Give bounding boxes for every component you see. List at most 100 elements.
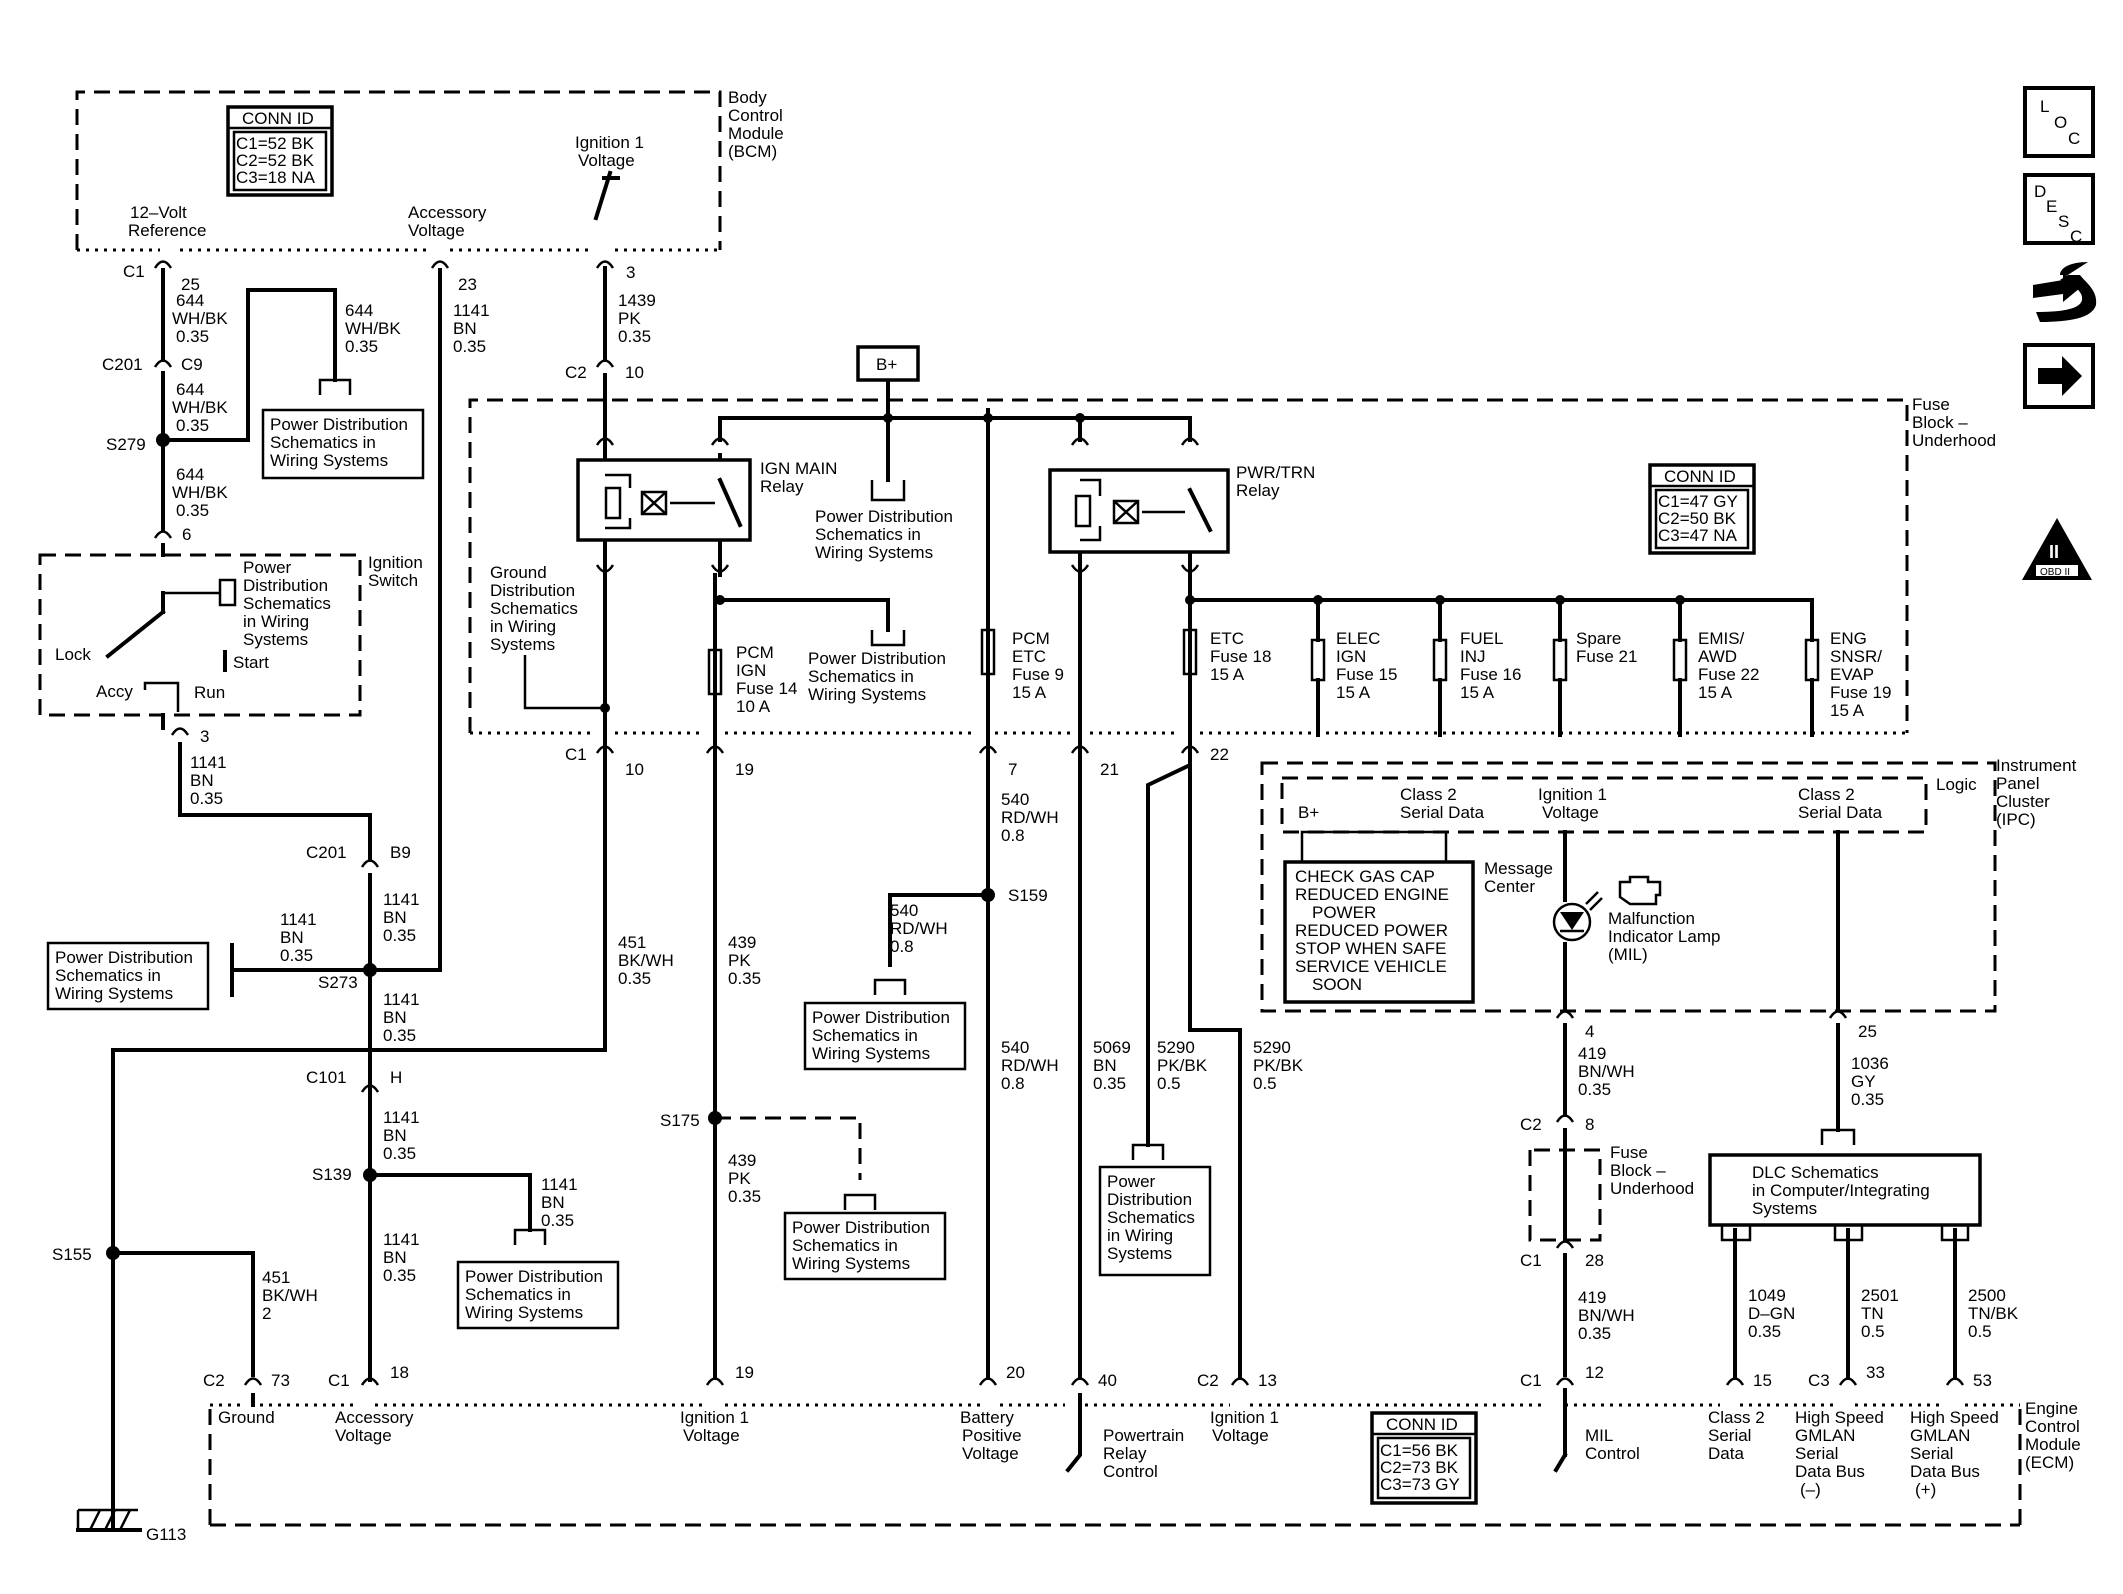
- svg-text:1141: 1141: [383, 1108, 420, 1127]
- svg-text:6: 6: [182, 525, 191, 544]
- svg-text:EMIS/: EMIS/: [1698, 629, 1745, 648]
- svg-text:Schematics in: Schematics in: [808, 667, 914, 686]
- svg-text:23: 23: [458, 275, 477, 294]
- pwr-trn-relay: PWR/TRN Relay: [1048, 463, 1315, 554]
- svg-text:Distribution: Distribution: [490, 581, 575, 600]
- svg-text:2500: 2500: [1968, 1286, 2006, 1305]
- svg-text:GY: GY: [1851, 1072, 1876, 1091]
- svg-text:644: 644: [345, 301, 373, 320]
- svg-text:INJ: INJ: [1460, 647, 1486, 666]
- svg-text:Wiring Systems: Wiring Systems: [808, 685, 926, 704]
- svg-text:5290: 5290: [1253, 1038, 1291, 1057]
- splice-labels: S279 S273 S139 S155 S175 S159: [52, 435, 1048, 1264]
- svg-text:(+): (+): [1915, 1480, 1936, 1499]
- svg-text:BN: BN: [383, 1126, 407, 1145]
- location-icon[interactable]: L O C: [2023, 86, 2095, 158]
- svg-text:Cluster: Cluster: [1996, 792, 2050, 811]
- svg-text:S273: S273: [318, 973, 358, 992]
- svg-text:II: II: [2049, 542, 2059, 562]
- svg-text:C1: C1: [123, 262, 145, 281]
- svg-text:Start: Start: [233, 653, 269, 672]
- svg-text:Serial: Serial: [1795, 1444, 1838, 1463]
- svg-text:PCM: PCM: [1012, 629, 1050, 648]
- svg-text:C201: C201: [306, 843, 347, 862]
- svg-text:C9: C9: [181, 355, 203, 374]
- svg-text:C101: C101: [306, 1068, 347, 1087]
- svg-text:Relay: Relay: [1236, 481, 1280, 500]
- pd-ref-6: Power Distribution Schematics in Wiring …: [783, 1193, 947, 1281]
- svg-text:7: 7: [1008, 760, 1017, 779]
- svg-text:20: 20: [1006, 1363, 1025, 1382]
- fuses: PCM IGN Fuse 14 10 A PCM ETC Fuse 9 15 A…: [707, 628, 1891, 720]
- svg-text:Data Bus: Data Bus: [1910, 1462, 1980, 1481]
- svg-text:PK/BK: PK/BK: [1157, 1056, 1208, 1075]
- svg-text:0.35: 0.35: [176, 327, 209, 346]
- description-icon[interactable]: D E S C: [2023, 173, 2095, 246]
- svg-text:Logic: Logic: [1936, 775, 1977, 794]
- svg-text:High Speed: High Speed: [1795, 1408, 1884, 1427]
- vehicle-icon[interactable]: [2033, 262, 2097, 322]
- svg-text:28: 28: [1585, 1251, 1604, 1270]
- svg-text:Engine: Engine: [2025, 1399, 2078, 1418]
- svg-text:Systems: Systems: [1107, 1244, 1172, 1263]
- ground-g113: G113: [76, 1508, 186, 1544]
- svg-text:PCM: PCM: [736, 643, 774, 662]
- connector-labels: C1 25 23 3 C2 10 C201 C9 6 3 C201 B9 C10…: [102, 262, 1992, 1390]
- svg-text:451: 451: [618, 933, 646, 952]
- svg-text:540: 540: [1001, 1038, 1029, 1057]
- svg-text:Message: Message: [1484, 859, 1553, 878]
- svg-text:0.5: 0.5: [1253, 1074, 1277, 1093]
- svg-text:15 A: 15 A: [1830, 701, 1865, 720]
- svg-text:PWR/TRN: PWR/TRN: [1236, 463, 1315, 482]
- svg-text:644: 644: [176, 465, 204, 484]
- svg-text:19: 19: [735, 1363, 754, 1382]
- svg-text:ELEC: ELEC: [1336, 629, 1380, 648]
- svg-text:DLC Schematics: DLC Schematics: [1752, 1163, 1879, 1182]
- svg-text:B+: B+: [876, 355, 897, 374]
- svg-text:Class 2: Class 2: [1708, 1408, 1765, 1427]
- svg-text:TN: TN: [1861, 1304, 1884, 1323]
- svg-text:C201: C201: [102, 355, 143, 374]
- svg-text:D: D: [2034, 182, 2046, 201]
- svg-text:Control: Control: [2025, 1417, 2080, 1436]
- svg-text:CHECK GAS CAP: CHECK GAS CAP: [1295, 867, 1435, 886]
- svg-text:40: 40: [1098, 1371, 1117, 1390]
- svg-text:12–Volt: 12–Volt: [130, 203, 187, 222]
- svg-text:Body: Body: [728, 88, 767, 107]
- svg-text:BN: BN: [383, 908, 407, 927]
- svg-text:SERVICE VEHICLE: SERVICE VEHICLE: [1295, 957, 1447, 976]
- svg-text:0.8: 0.8: [1001, 1074, 1025, 1093]
- svg-text:0.35: 0.35: [345, 337, 378, 356]
- svg-text:in Computer/Integrating: in Computer/Integrating: [1752, 1181, 1930, 1200]
- next-arrow-icon[interactable]: [2023, 343, 2095, 409]
- svg-text:0.35: 0.35: [1578, 1080, 1611, 1099]
- svg-text:C3=18 NA: C3=18 NA: [236, 168, 316, 187]
- svg-text:1141: 1141: [541, 1175, 578, 1194]
- svg-text:BK/WH: BK/WH: [618, 951, 674, 970]
- svg-text:Ground: Ground: [218, 1408, 275, 1427]
- svg-text:S155: S155: [52, 1245, 92, 1264]
- svg-text:CONN ID: CONN ID: [1386, 1415, 1458, 1434]
- svg-text:644: 644: [176, 291, 204, 310]
- svg-text:0.35: 0.35: [176, 416, 209, 435]
- svg-text:1049: 1049: [1748, 1286, 1786, 1305]
- svg-text:STOP WHEN SAFE: STOP WHEN SAFE: [1295, 939, 1446, 958]
- svg-text:15 A: 15 A: [1698, 683, 1733, 702]
- ignition-switch: Ignition Switch Power Distribution Schem…: [38, 553, 423, 717]
- svg-text:Fuse 22: Fuse 22: [1698, 665, 1759, 684]
- pd-ref-4: Power Distribution Schematics in Wiring …: [46, 941, 210, 1011]
- svg-text:0.35: 0.35: [1578, 1324, 1611, 1343]
- pd-ref-7: Power Distribution Schematics in Wiring …: [456, 1228, 620, 1330]
- svg-text:Voltage: Voltage: [1542, 803, 1599, 822]
- svg-text:C1: C1: [1520, 1251, 1542, 1270]
- svg-text:0.35: 0.35: [453, 337, 486, 356]
- svg-text:Power Distribution: Power Distribution: [815, 507, 953, 526]
- svg-text:C2=50 BK: C2=50 BK: [1658, 509, 1737, 528]
- svg-text:Schematics in: Schematics in: [270, 433, 376, 452]
- svg-text:Positive: Positive: [962, 1426, 1022, 1445]
- svg-text:73: 73: [271, 1371, 290, 1390]
- svg-text:S139: S139: [312, 1165, 352, 1184]
- svg-text:WH/BK: WH/BK: [172, 483, 228, 502]
- svg-text:EVAP: EVAP: [1830, 665, 1874, 684]
- bcm-conn-id: CONN ID C1=52 BK C2=52 BK C3=18 NA: [226, 105, 334, 197]
